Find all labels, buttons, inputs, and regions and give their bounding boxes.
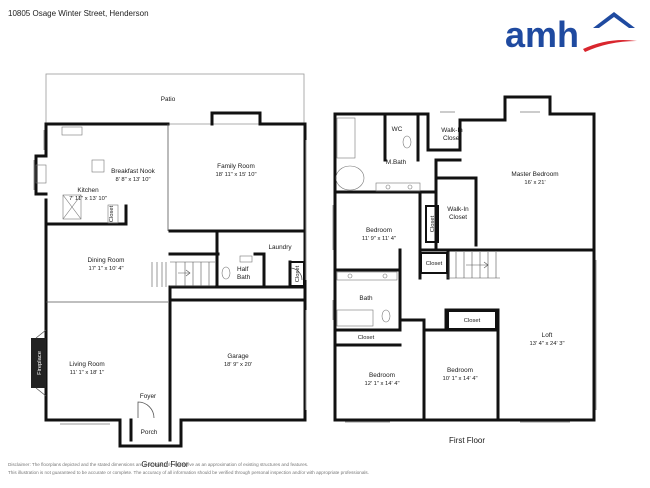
kitchen-bump bbox=[34, 154, 48, 196]
first-stairs bbox=[447, 252, 500, 279]
label-closet-bedroom2: Closet bbox=[358, 335, 375, 341]
disclaimer: Disclaimer: The floorplans depicted and … bbox=[8, 461, 428, 477]
label-loft: Loft bbox=[542, 332, 553, 339]
porch-wall bbox=[118, 418, 183, 448]
master-bath-fixtures bbox=[335, 117, 421, 192]
dims-loft: 13' 4" x 24' 3" bbox=[529, 341, 564, 347]
closet-bedroom1-box bbox=[425, 205, 439, 243]
logo-swoosh-icon bbox=[583, 40, 637, 52]
label-master-bedroom: Master Bedroom bbox=[511, 171, 558, 178]
kitchen-wall bbox=[44, 204, 128, 226]
garage-door bbox=[289, 267, 303, 281]
first-windows bbox=[332, 111, 597, 423]
label-dining-room: Dining Room bbox=[88, 257, 125, 264]
ground-stairs bbox=[151, 261, 215, 287]
logo-wordmark: amh bbox=[505, 14, 579, 54]
dims-family-room: 18' 11" x 15' 10" bbox=[215, 172, 256, 178]
first-interior-walls bbox=[333, 112, 596, 422]
label-garage: Garage bbox=[227, 353, 249, 360]
dims-breakfast-nook: 8' 8" x 13' 10" bbox=[115, 177, 150, 183]
label-family-room: Family Room bbox=[217, 163, 255, 170]
stair-wall bbox=[168, 229, 307, 302]
dims-garage: 18' 9" x 20' bbox=[224, 362, 252, 368]
label-first-floor: First Floor bbox=[449, 436, 485, 445]
label-porch: Porch bbox=[141, 429, 158, 436]
closet-garage-box bbox=[289, 261, 305, 287]
label-laundry: Laundry bbox=[268, 244, 292, 251]
label-bedroom-1: Bedroom bbox=[366, 227, 392, 234]
label-fireplace: Fireplace bbox=[37, 351, 43, 375]
label-living-room: Living Room bbox=[69, 361, 105, 368]
bath-fixtures bbox=[336, 271, 398, 327]
closet-bedroom3-box bbox=[447, 310, 497, 330]
amh-logo: amh bbox=[505, 12, 637, 54]
label-mbath: M.Bath bbox=[386, 159, 407, 166]
label-closet-garage: Closet bbox=[295, 265, 301, 282]
disclaimer-line-2: This illustration is not guaranteed to b… bbox=[8, 470, 369, 475]
property-address: 10805 Osage Winter Street, Henderson bbox=[8, 9, 149, 18]
label-patio: Patio bbox=[161, 96, 176, 103]
dims-living-room: 11' 1" x 18' 1" bbox=[70, 370, 105, 376]
halfbath-wall bbox=[215, 252, 266, 289]
dims-master-bedroom: 16' x 21' bbox=[524, 180, 545, 186]
ground-windows bbox=[33, 130, 307, 425]
closet-hall-box bbox=[420, 252, 448, 274]
kitchen-fixtures bbox=[35, 126, 119, 224]
label-closet-bedroom3: Closet bbox=[464, 318, 481, 324]
dims-bedroom-2: 12' 1" x 14' 4" bbox=[364, 381, 399, 387]
label-bedroom-2: Bedroom bbox=[369, 372, 395, 379]
dims-dining-room: 17' 1" x 10' 4" bbox=[88, 266, 123, 272]
disclaimer-line-1: Disclaimer: The floorplans depicted and … bbox=[8, 462, 309, 467]
label-breakfast-nook: Breakfast Nook bbox=[111, 168, 155, 175]
label-closet-bedroom1: Closet bbox=[430, 215, 436, 232]
dims-bedroom-1: 11' 9" x 11' 4" bbox=[362, 236, 396, 242]
label-kitchen: Kitchen bbox=[77, 187, 99, 194]
label-closet-kitchen: Closet bbox=[109, 205, 115, 222]
label-closet-hall: Closet bbox=[426, 261, 443, 267]
first-outer-walls bbox=[333, 95, 596, 422]
halfbath-fixtures bbox=[221, 255, 253, 280]
dims-kitchen: 7' 11" x 13' 10" bbox=[69, 196, 107, 202]
label-wc: WC bbox=[392, 126, 403, 133]
house-roof-icon bbox=[593, 12, 635, 28]
label-ground-floor: Ground Floor bbox=[141, 460, 188, 469]
label-bedroom-3: Bedroom bbox=[447, 367, 473, 374]
fireplace-block bbox=[31, 329, 47, 397]
dims-bedroom-3: 10' 1" x 14' 4" bbox=[442, 376, 477, 382]
ground-floor-plan: Patio Breakfast Nook 8' 8" x 13' 10" Kit… bbox=[31, 73, 307, 469]
entry-door bbox=[137, 401, 155, 419]
label-foyer: Foyer bbox=[140, 393, 157, 400]
label-bath: Bath bbox=[359, 295, 373, 302]
